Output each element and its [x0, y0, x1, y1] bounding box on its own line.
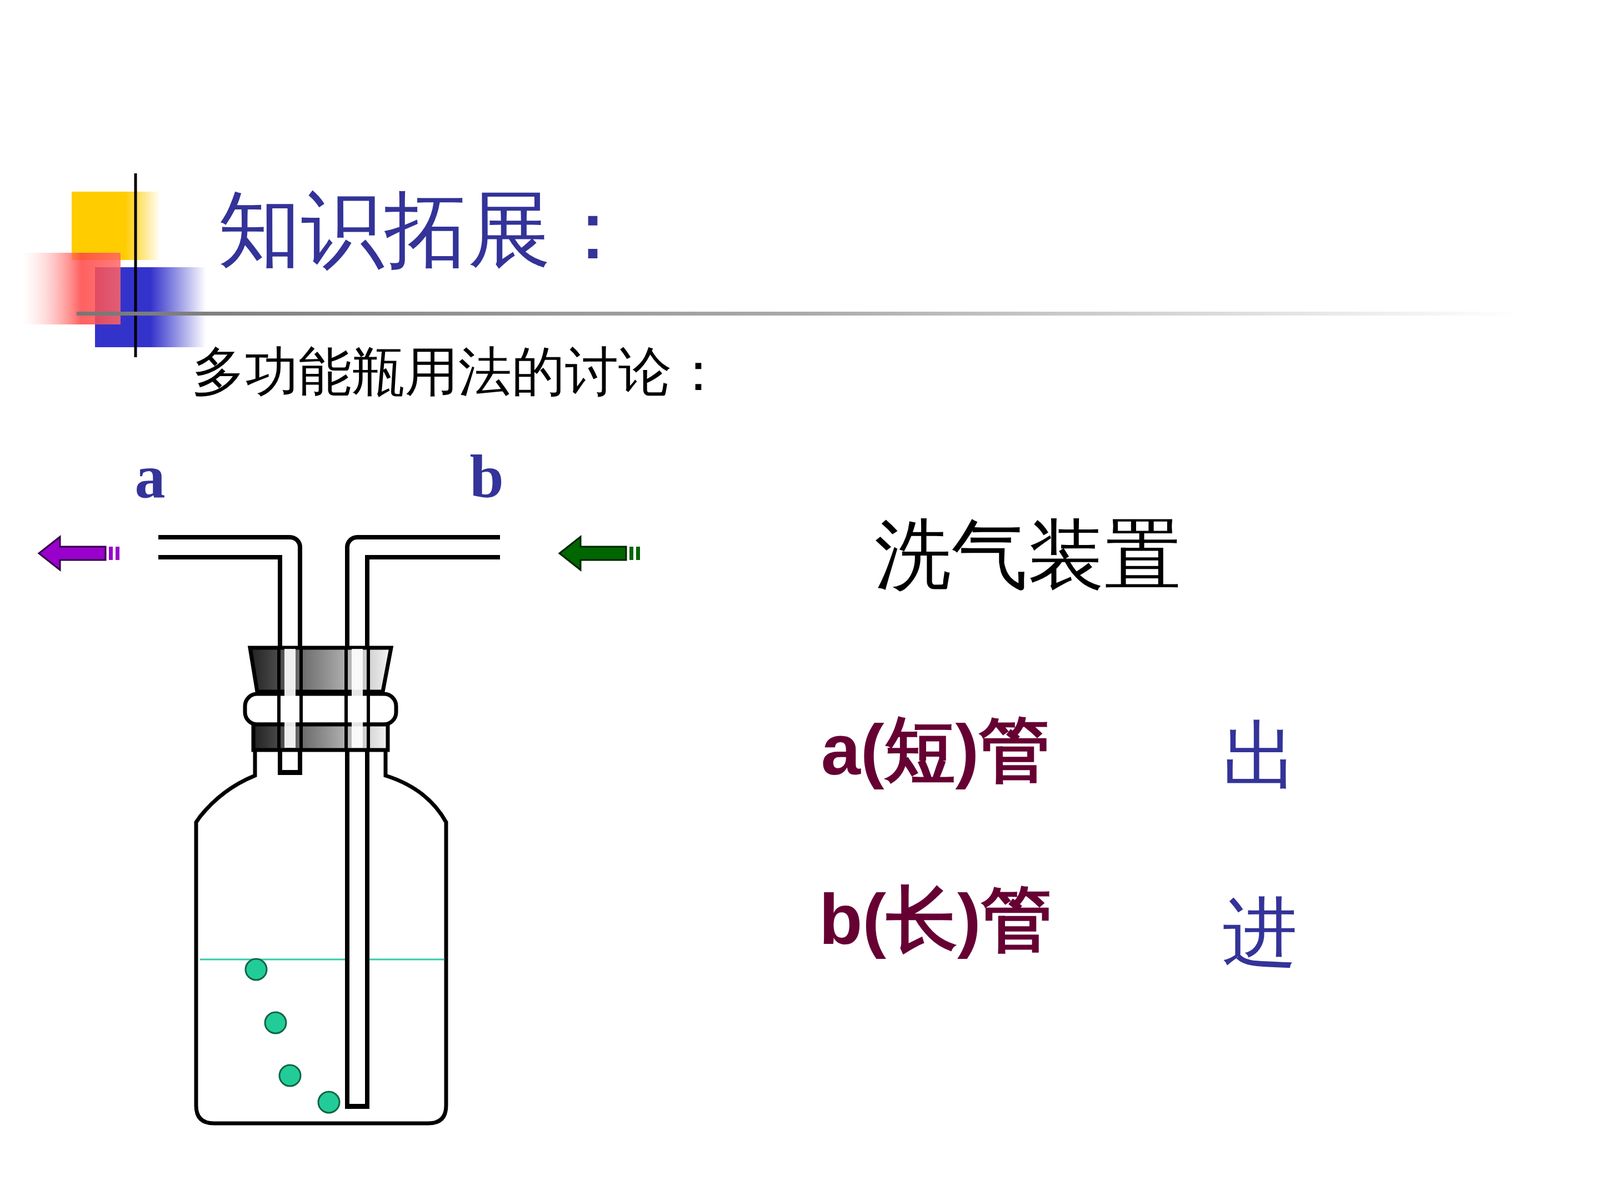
bottle-lip: [245, 693, 397, 725]
long-tube: [345, 547, 503, 1108]
tube-through-stopper: [284, 648, 296, 748]
flow-direction: 进: [1222, 891, 1298, 975]
tube-through-stopper: [351, 648, 363, 748]
slide-title: 知识拓展：: [217, 184, 635, 277]
tube-label: b(长)管: [818, 880, 1052, 959]
short-tube: [155, 547, 303, 774]
flow-direction: 出: [1222, 715, 1298, 799]
outflow-arrow: [38, 536, 120, 570]
bottle: [196, 750, 447, 1124]
tube-label: a(短)管: [821, 711, 1050, 790]
inflow-arrow: [559, 536, 640, 570]
gas-bubbles: [245, 958, 340, 1113]
subtitle: 多功能瓶用法的讨论：: [191, 342, 725, 402]
deco-square: [71, 191, 161, 260]
port-label: a: [135, 443, 166, 511]
port-label: b: [469, 443, 504, 511]
title-rule: [76, 311, 1522, 316]
deco-line: [134, 173, 138, 358]
device-name: 洗气装置: [874, 513, 1182, 598]
liquid-surface: [200, 958, 445, 961]
